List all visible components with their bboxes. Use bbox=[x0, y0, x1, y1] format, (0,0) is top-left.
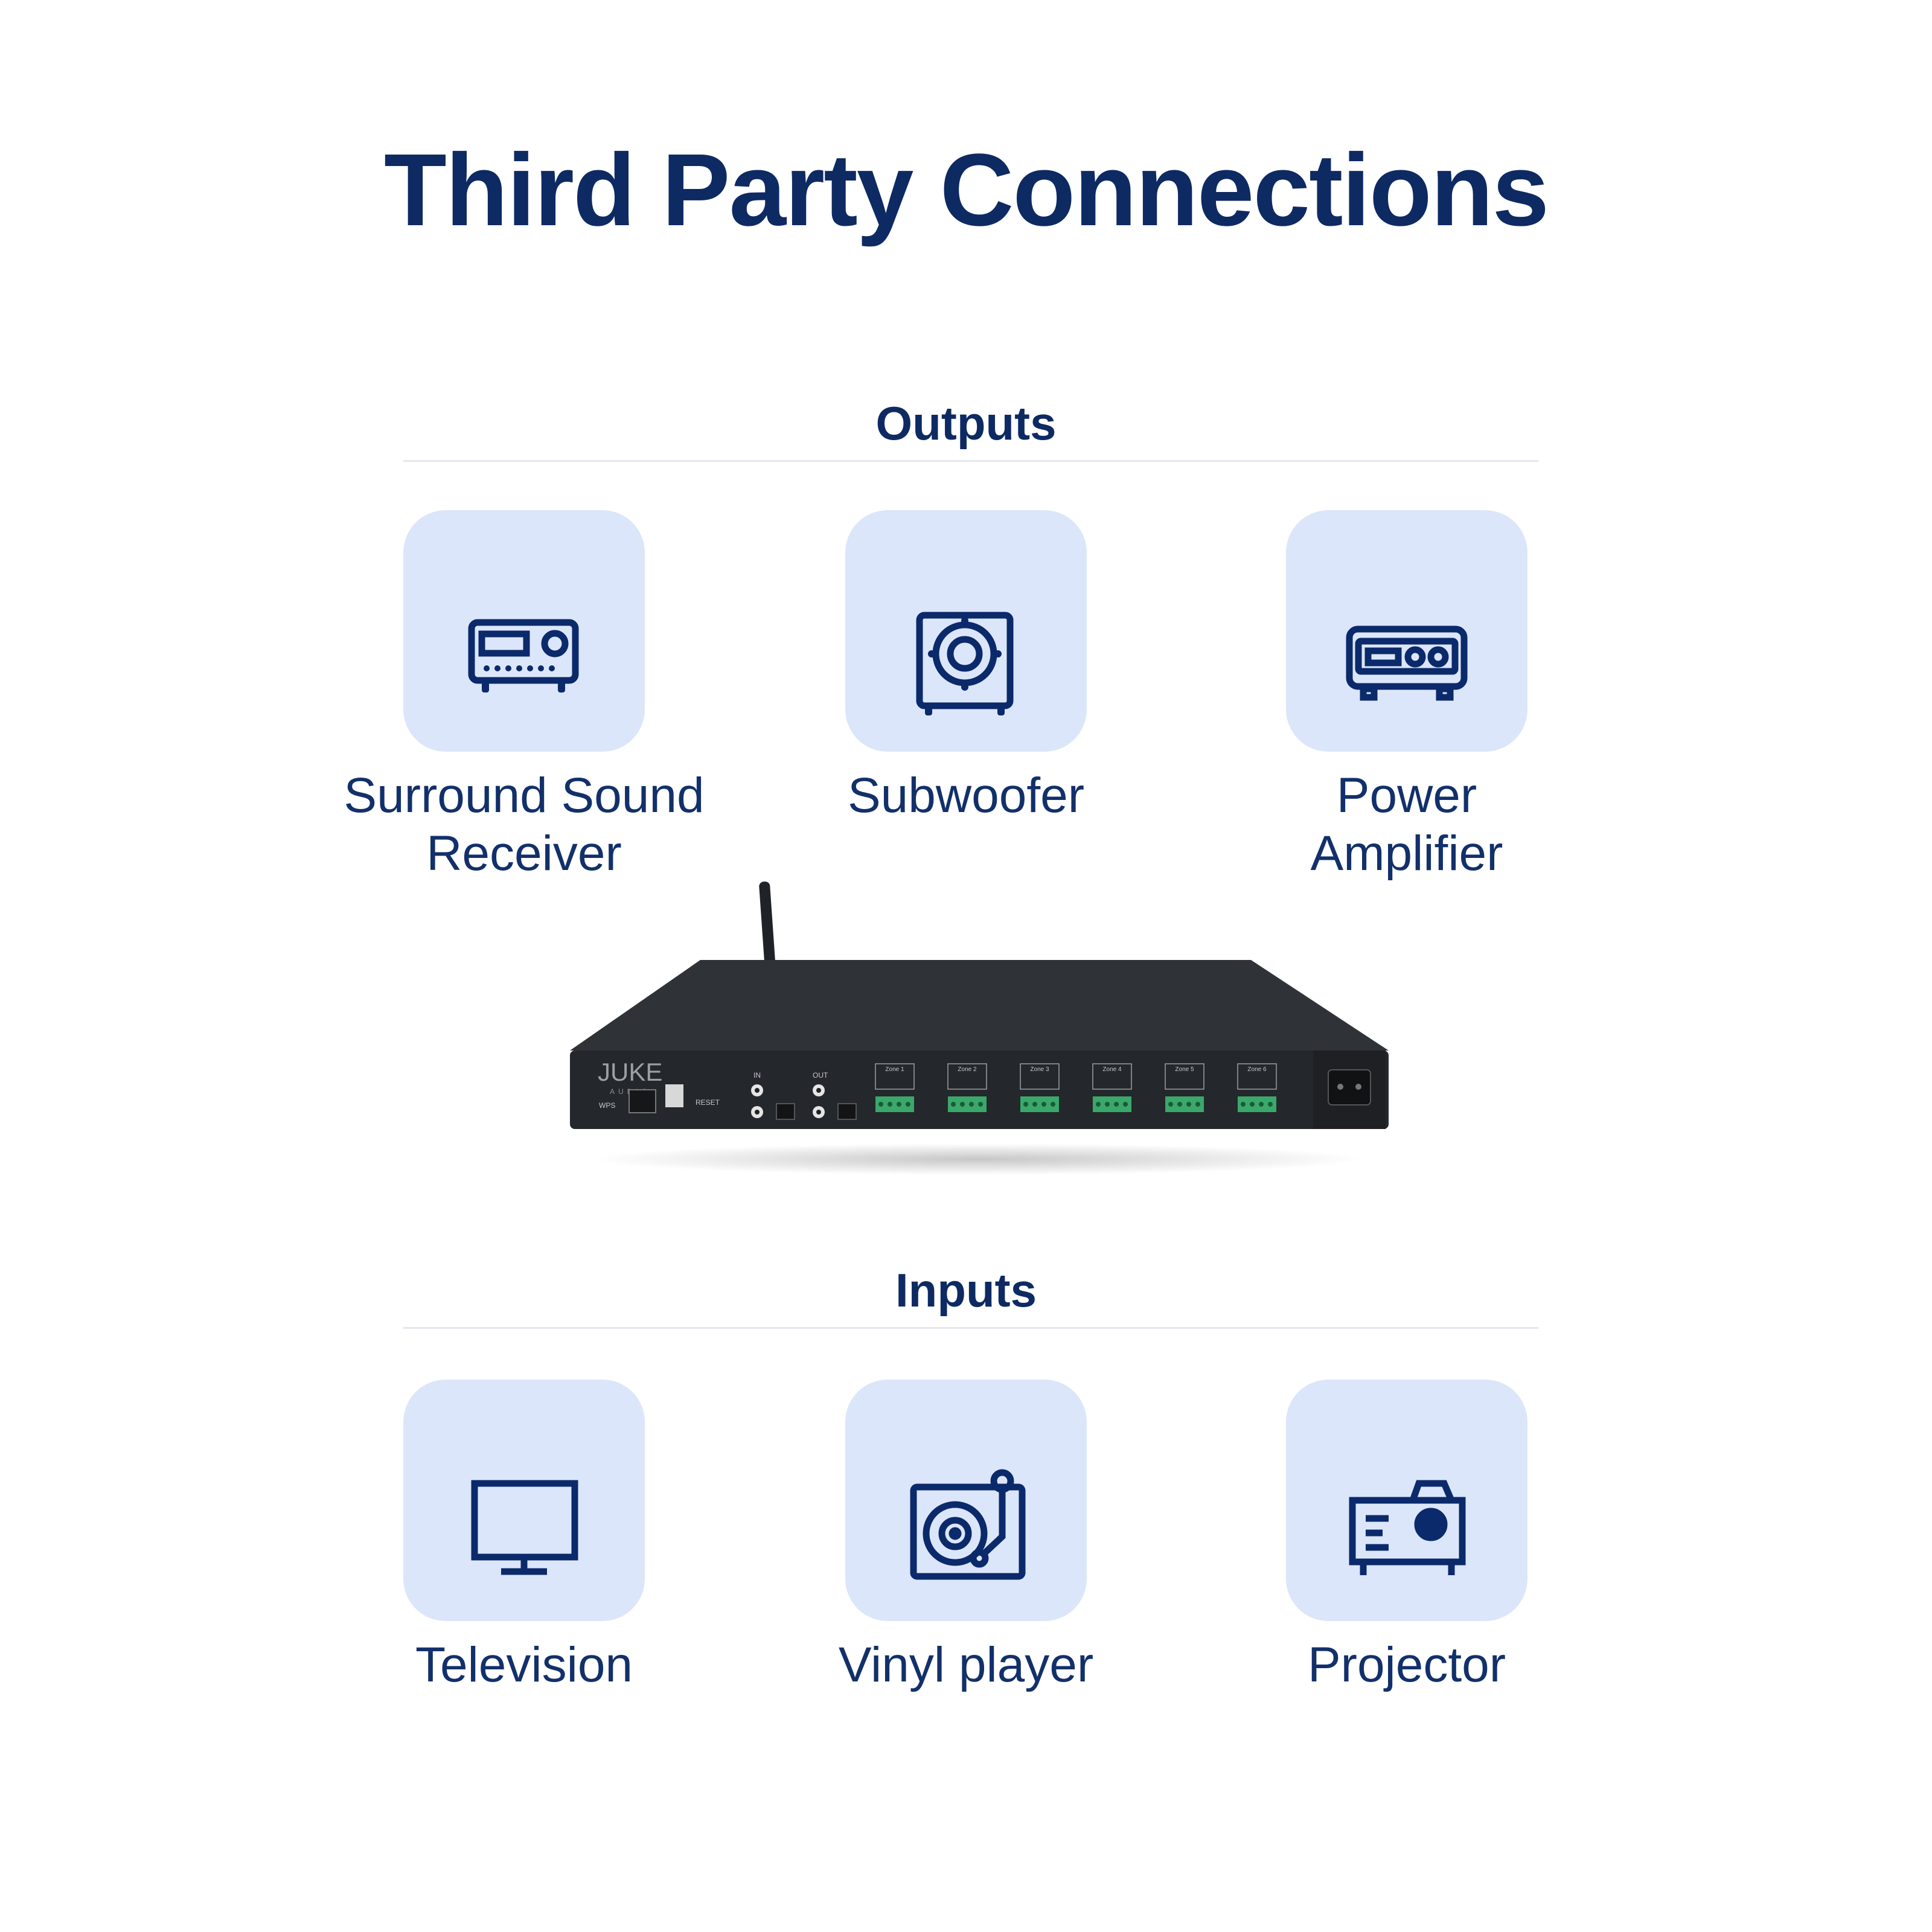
device-out-label: OUT bbox=[813, 1071, 828, 1080]
zone-label: Zone 6 bbox=[1247, 1066, 1267, 1073]
inputs-divider bbox=[403, 1327, 1538, 1329]
subwoofer-tile bbox=[845, 510, 1087, 752]
subwoofer-label: Subwoofer bbox=[847, 768, 1085, 823]
zone-terminal-6: Zone 6 bbox=[1237, 1063, 1277, 1112]
vinyl-label: Vinyl player bbox=[838, 1637, 1094, 1692]
television-label: Television bbox=[415, 1637, 633, 1692]
projector-label: Projector bbox=[1307, 1637, 1506, 1692]
device-wps-label: WPS bbox=[599, 1101, 615, 1110]
zone-label: Zone 2 bbox=[958, 1066, 977, 1073]
vinyl-tile bbox=[845, 1380, 1087, 1621]
zone-terminal-4: Zone 4 bbox=[1092, 1063, 1132, 1112]
outputs-heading: Outputs bbox=[875, 397, 1057, 450]
receiver-icon bbox=[468, 619, 579, 693]
amplifier-icon bbox=[1346, 625, 1468, 701]
zone-label: Zone 5 bbox=[1175, 1066, 1194, 1073]
inputs-heading: Inputs bbox=[895, 1264, 1037, 1317]
zone-terminal-3: Zone 3 bbox=[1020, 1063, 1060, 1112]
projector-tile bbox=[1286, 1380, 1527, 1621]
projector-icon bbox=[1349, 1480, 1466, 1575]
subwoofer-icon bbox=[916, 612, 1014, 715]
device-in-label: IN bbox=[753, 1071, 761, 1080]
tv-icon bbox=[471, 1480, 578, 1575]
amplifier-tile bbox=[1286, 510, 1527, 752]
receiver-tile bbox=[403, 510, 645, 752]
turntable-icon bbox=[910, 1469, 1026, 1580]
zone-terminal-2: Zone 2 bbox=[947, 1063, 987, 1112]
device-reset-label: RESET bbox=[696, 1098, 720, 1107]
zone-terminal-1: Zone 1 bbox=[875, 1063, 915, 1112]
zone-label: Zone 3 bbox=[1030, 1066, 1049, 1073]
zone-label: Zone 1 bbox=[885, 1066, 904, 1073]
television-tile bbox=[403, 1380, 645, 1621]
outputs-divider bbox=[403, 460, 1538, 462]
page-title: Third Party Connections bbox=[383, 133, 1549, 248]
device-brand: JUKE bbox=[598, 1058, 662, 1086]
zone-label: Zone 4 bbox=[1102, 1066, 1122, 1073]
zone-terminal-5: Zone 5 bbox=[1165, 1063, 1204, 1112]
